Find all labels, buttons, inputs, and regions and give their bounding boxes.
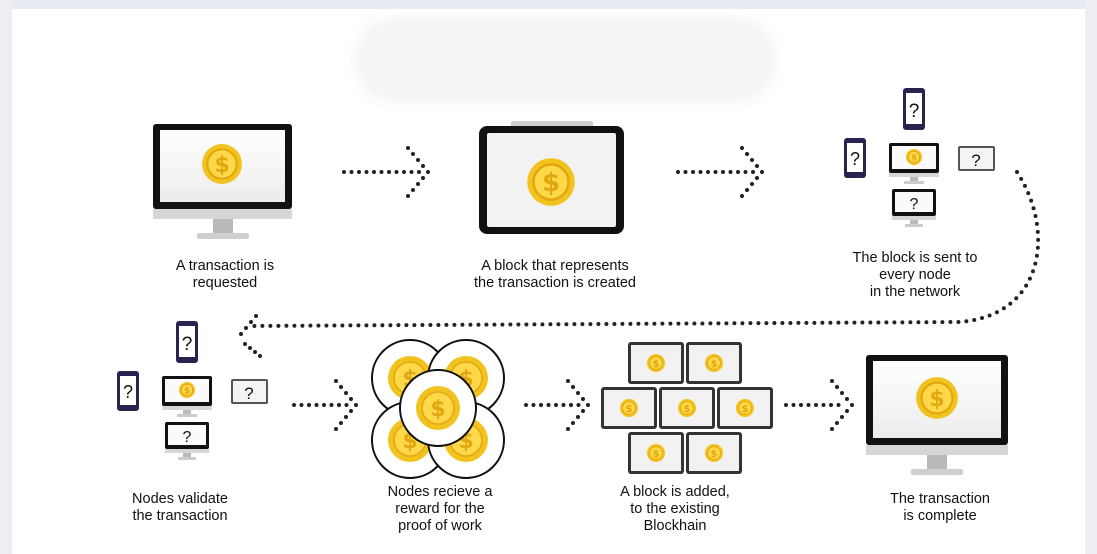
phone-icon: ? — [844, 138, 866, 178]
question-mark-icon: ? — [850, 149, 860, 169]
step1-caption: A transaction is requested — [175, 258, 275, 291]
block-icon: $ — [659, 387, 715, 429]
block-icon: $ — [686, 342, 742, 384]
question-mark-icon: ? — [909, 101, 920, 122]
coin-icon: $ — [399, 369, 477, 447]
block-icon: $ — [717, 387, 773, 429]
coin-icon: $ — [705, 354, 723, 372]
svg-text:$: $ — [184, 386, 190, 396]
svg-text:$: $ — [684, 404, 691, 415]
coin-icon: $ — [705, 444, 723, 462]
coin-icon: $ — [647, 444, 665, 462]
dotted-arrow-icon — [342, 146, 430, 198]
step7-monitor-icon: $ — [866, 355, 1008, 475]
blurred-watermark — [355, 18, 775, 102]
question-mark-icon: ? — [244, 384, 253, 403]
coin-icon: $ — [620, 399, 638, 417]
svg-text:$: $ — [742, 404, 749, 415]
coin-icon: $ — [179, 382, 195, 398]
question-mark-icon: ? — [910, 196, 919, 213]
laptop-icon: ? — [958, 146, 995, 171]
svg-text:$: $ — [430, 397, 445, 422]
dotted-arrow-icon — [784, 379, 854, 431]
question-mark-icon: ? — [123, 382, 133, 402]
svg-text:$: $ — [929, 387, 944, 412]
coin-icon: $ — [906, 149, 922, 165]
svg-text:$: $ — [653, 449, 660, 460]
question-mark-icon: ? — [183, 429, 192, 446]
monitor-icon: ? — [165, 422, 209, 460]
svg-text:$: $ — [711, 449, 718, 460]
page-right-border — [1085, 0, 1097, 554]
coin-icon: $ — [736, 399, 754, 417]
phone-icon: ? — [903, 88, 925, 130]
step5-caption: Nodes recieve a reward for the proof of … — [387, 484, 493, 534]
block-icon: $ — [628, 432, 684, 474]
question-mark-icon: ? — [971, 151, 980, 170]
block-icon: $ — [628, 342, 684, 384]
step3-network-nodes: ?? $?? — [844, 88, 995, 227]
question-mark-icon: ? — [182, 334, 193, 355]
svg-text:$: $ — [626, 404, 633, 415]
dotted-arrow-icon — [292, 379, 358, 431]
dotted-arrow-icon — [524, 379, 590, 431]
svg-text:$: $ — [542, 168, 560, 198]
step5-reward-coins: $$$$$ — [371, 339, 505, 479]
svg-text:$: $ — [911, 153, 917, 163]
dotted-arrow-icon — [676, 146, 764, 198]
step1-monitor-icon: $ — [153, 124, 292, 239]
step2-caption: A block that represents the transaction … — [473, 258, 636, 291]
svg-text:$: $ — [711, 359, 718, 370]
step3-caption: The block is sent to every node in the n… — [852, 250, 978, 300]
monitor-icon: ? — [892, 189, 936, 227]
laptop-icon: ? — [231, 379, 268, 404]
monitor-icon: $ — [889, 143, 939, 184]
coin-icon: $ — [647, 354, 665, 372]
phone-icon: ? — [176, 321, 198, 363]
phone-icon: ? — [117, 371, 139, 411]
page-top-border — [0, 0, 1097, 9]
block-icon: $ — [686, 432, 742, 474]
step4-caption: Nodes validate the transaction — [132, 491, 228, 524]
dotted-return-arrow-icon — [239, 170, 1041, 358]
step6-blockchain-grid: $ $ $ $ $ $ $ — [601, 342, 773, 474]
step6-caption: A block is added, to the existing Blockh… — [620, 484, 730, 534]
step7-caption: The transaction is complete — [890, 491, 990, 524]
page-left-border — [0, 0, 12, 554]
block-icon: $ — [601, 387, 657, 429]
flow-arrows — [239, 146, 1041, 431]
svg-text:$: $ — [653, 359, 660, 370]
step4-network-nodes: ?? $?? — [117, 321, 268, 460]
coin-icon: $ — [678, 399, 696, 417]
step2-tablet-icon: $ — [479, 121, 624, 234]
monitor-icon: $ — [162, 376, 212, 417]
svg-text:$: $ — [214, 153, 229, 178]
